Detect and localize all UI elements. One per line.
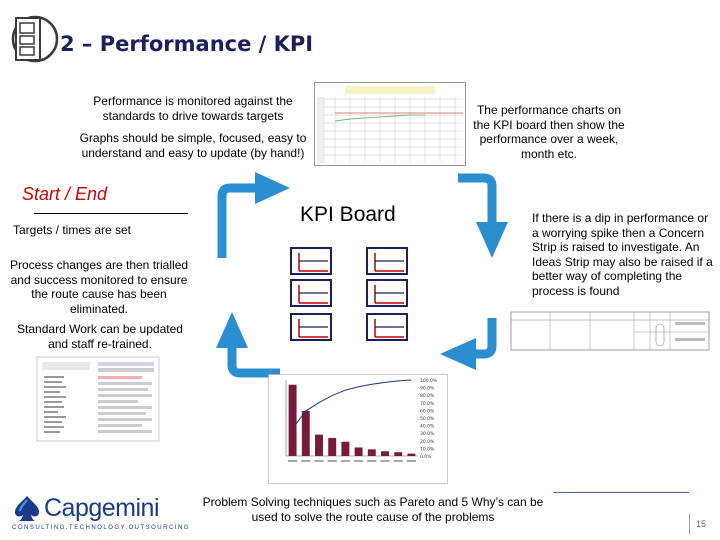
- pareto-x-label-placeholder: [327, 460, 337, 462]
- kpi-board-cell: [290, 313, 332, 341]
- pareto-cumulative-line: [292, 379, 412, 429]
- arrow-top-right: [458, 173, 497, 225]
- pareto-y2-tick-label: 80.0%: [420, 393, 435, 399]
- kpi-chart-thumbnail-graphic: [316, 84, 464, 164]
- pareto-x-label-placeholder: [301, 460, 311, 462]
- note-process-changes: Process changes are then trialled and su…: [9, 258, 189, 316]
- pareto-y2-tick-label: 10.0%: [420, 446, 435, 452]
- pareto-x-label-placeholder: [367, 460, 377, 462]
- page-title: 2 – Performance / KPI: [60, 32, 314, 56]
- arrow-bottom-right: [472, 318, 497, 359]
- pareto-y2-tick-label: 100.0%: [420, 378, 438, 384]
- note-standard-work: Standard Work can be updated and staff r…: [17, 322, 183, 351]
- pareto-x-label-placeholder: [287, 460, 298, 462]
- pareto-y2-tick-label: 30.0%: [420, 431, 435, 437]
- pareto-y2-tick-label: 0.0%: [420, 454, 432, 460]
- logo-wordmark: Capgemini: [44, 494, 160, 522]
- pareto-x-label-placeholder: [380, 460, 390, 462]
- pareto-x-label-placeholder: [340, 460, 351, 462]
- logo-tagline: CONSULTING.TECHNOLOGY.OUTSOURCING: [12, 525, 190, 531]
- note-targets: Targets / times are set: [12, 223, 132, 237]
- arrow-top-left: [217, 183, 258, 258]
- pareto-x-label-placeholder: [314, 460, 324, 462]
- pareto-y2-tick-label: 90.0%: [420, 386, 435, 392]
- note-monitored: Performance is monitored against the sta…: [93, 94, 293, 123]
- pareto-bar: [288, 384, 297, 456]
- arrow-bottom-left-head: [216, 312, 248, 348]
- pareto-bar: [381, 451, 389, 456]
- kpi-board-label: KPI Board: [300, 203, 396, 226]
- kpi-board-cell: [366, 247, 408, 275]
- pareto-x-label-placeholder: [393, 460, 403, 462]
- pareto-chart: 100.0% 90.0%80.0% 70.0%60.0% 50.0% 40.0%30.0…: [268, 374, 448, 484]
- capgemini-logo: Capgemini CONSULTING.TECHNOLOGY.OUTSOURC…: [10, 494, 188, 536]
- start-end-divider: [34, 213, 188, 214]
- arrow-top-right-head: [476, 222, 508, 258]
- kpi-chart-thumbnail: [314, 82, 466, 166]
- note-concern-strip: If there is a dip in performance or a wo…: [532, 211, 713, 298]
- footer-rule: [553, 492, 689, 493]
- standard-work-thumbnail: [36, 356, 160, 442]
- start-end-label: Start / End: [22, 184, 108, 204]
- pareto-bar: [367, 449, 376, 456]
- pareto-bar: [394, 452, 403, 456]
- kpi-board-cell: [290, 247, 332, 275]
- kpi-board-cell: [366, 313, 408, 341]
- kpi-board-grid: [288, 245, 423, 343]
- pareto-x-label-placeholder: [406, 460, 417, 462]
- pareto-y2-tick-label: 40.0%: [420, 424, 435, 430]
- pareto-bar: [354, 447, 363, 456]
- page-number: 15: [696, 519, 707, 529]
- arrow-bottom-left: [227, 345, 280, 378]
- note-problem-solving: Problem Solving techniques such as Paret…: [202, 495, 544, 524]
- section-icon: [2, 14, 64, 64]
- pareto-x-label-placeholder: [353, 460, 364, 462]
- pareto-y2-tick-label: 20.0%: [420, 439, 435, 445]
- spade-icon: [15, 496, 39, 521]
- kpi-board-cell: [366, 279, 408, 307]
- pareto-bar: [407, 453, 416, 456]
- arrow-bottom-right-head: [440, 338, 476, 370]
- note-graphs: Graphs should be simple, focused, easy t…: [79, 131, 307, 160]
- pareto-y2-tick-label: 60.0%: [420, 408, 435, 414]
- page-number-divider: [689, 514, 690, 534]
- pareto-bar: [315, 434, 323, 456]
- pareto-bar: [301, 410, 310, 456]
- pareto-bar: [341, 441, 350, 456]
- pareto-y2-tick-label: 50.0%: [420, 416, 435, 422]
- arrow-top-left-head: [255, 172, 290, 204]
- note-charts-show: The performance charts on the KPI board …: [473, 103, 625, 161]
- pareto-bar: [328, 437, 337, 456]
- concern-strip-thumbnail: [510, 310, 710, 352]
- pareto-y2-tick-label: 70.0%: [420, 401, 435, 407]
- kpi-board-cell: [290, 279, 332, 307]
